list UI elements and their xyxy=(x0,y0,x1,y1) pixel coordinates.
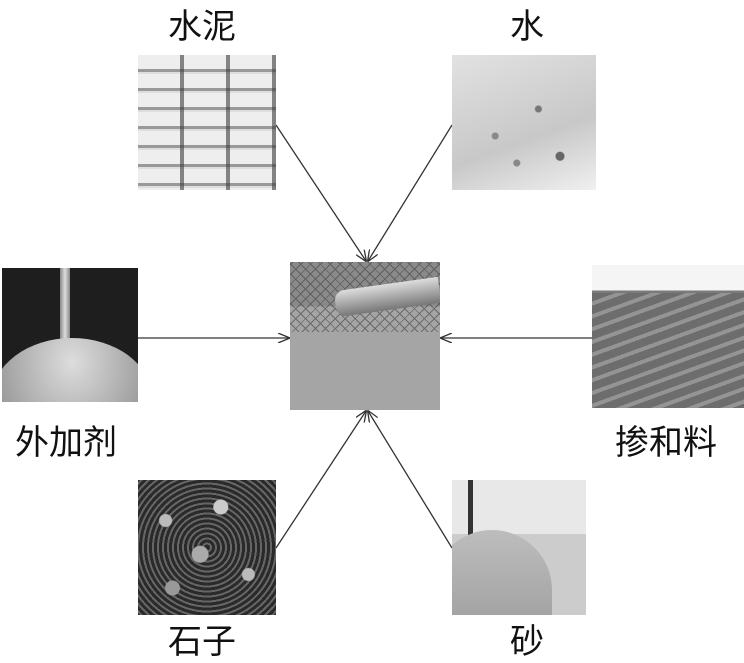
arrow-sand xyxy=(368,411,453,549)
cement-bags-image xyxy=(138,55,276,190)
label-sand: 砂 xyxy=(510,622,544,662)
admixture-pile-image xyxy=(592,265,744,408)
label-water: 水 xyxy=(510,7,544,47)
label-stone: 石子 xyxy=(168,622,236,662)
additive-powder-image xyxy=(2,268,138,402)
arrow-cement xyxy=(275,124,366,261)
label-additive: 外加剂 xyxy=(15,423,117,463)
concrete-pouring-image xyxy=(290,262,440,410)
stone-gravel-image xyxy=(138,480,276,615)
water-splash-image xyxy=(452,55,596,190)
arrow-water xyxy=(368,124,453,261)
label-admixture: 掺和料 xyxy=(615,423,717,463)
label-cement: 水泥 xyxy=(168,7,236,47)
arrow-stone xyxy=(275,411,366,549)
sand-pile-image xyxy=(452,480,586,615)
